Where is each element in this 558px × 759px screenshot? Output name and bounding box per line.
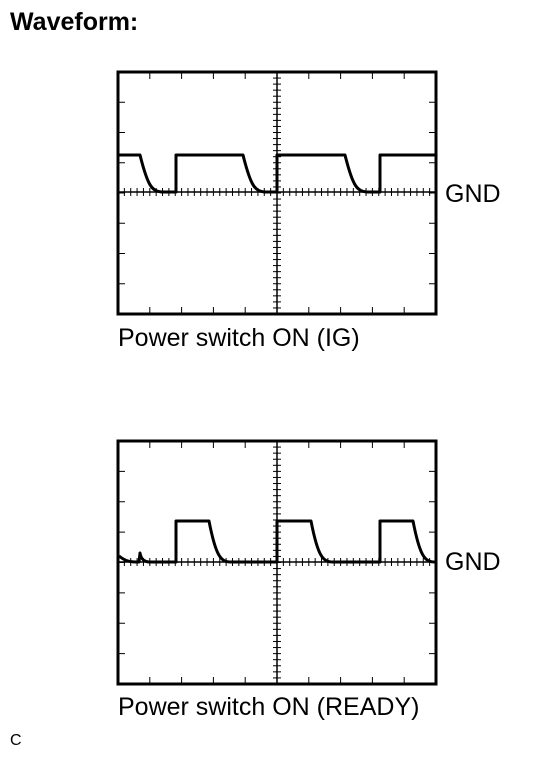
waveform-heading: Waveform: <box>10 8 139 36</box>
waveform-trace <box>118 519 436 564</box>
scope-ig-caption: Power switch ON (IG) <box>118 324 360 352</box>
waveform-trace <box>118 153 436 194</box>
scope-ready-gnd-label: GND <box>445 548 501 576</box>
scope-ig-gnd-label: GND <box>445 180 501 208</box>
figure-code: C <box>10 732 22 749</box>
scope-ready <box>116 439 438 686</box>
scope-ready-caption: Power switch ON (READY) <box>118 693 420 721</box>
scope-ig <box>116 70 438 316</box>
